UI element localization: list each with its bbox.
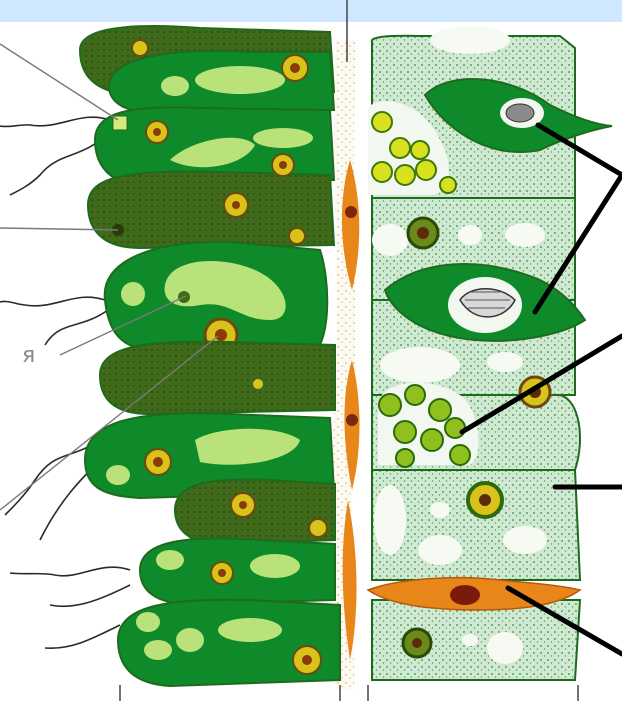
ectoderm-cell — [100, 342, 335, 414]
ectoderm-layer — [0, 26, 340, 686]
cut-label-left: я — [22, 343, 35, 368]
top-band — [0, 0, 622, 22]
ectoderm-cell — [140, 538, 335, 604]
endoderm-layer — [368, 26, 612, 680]
nucleus — [346, 414, 358, 426]
nucleus — [345, 206, 357, 218]
